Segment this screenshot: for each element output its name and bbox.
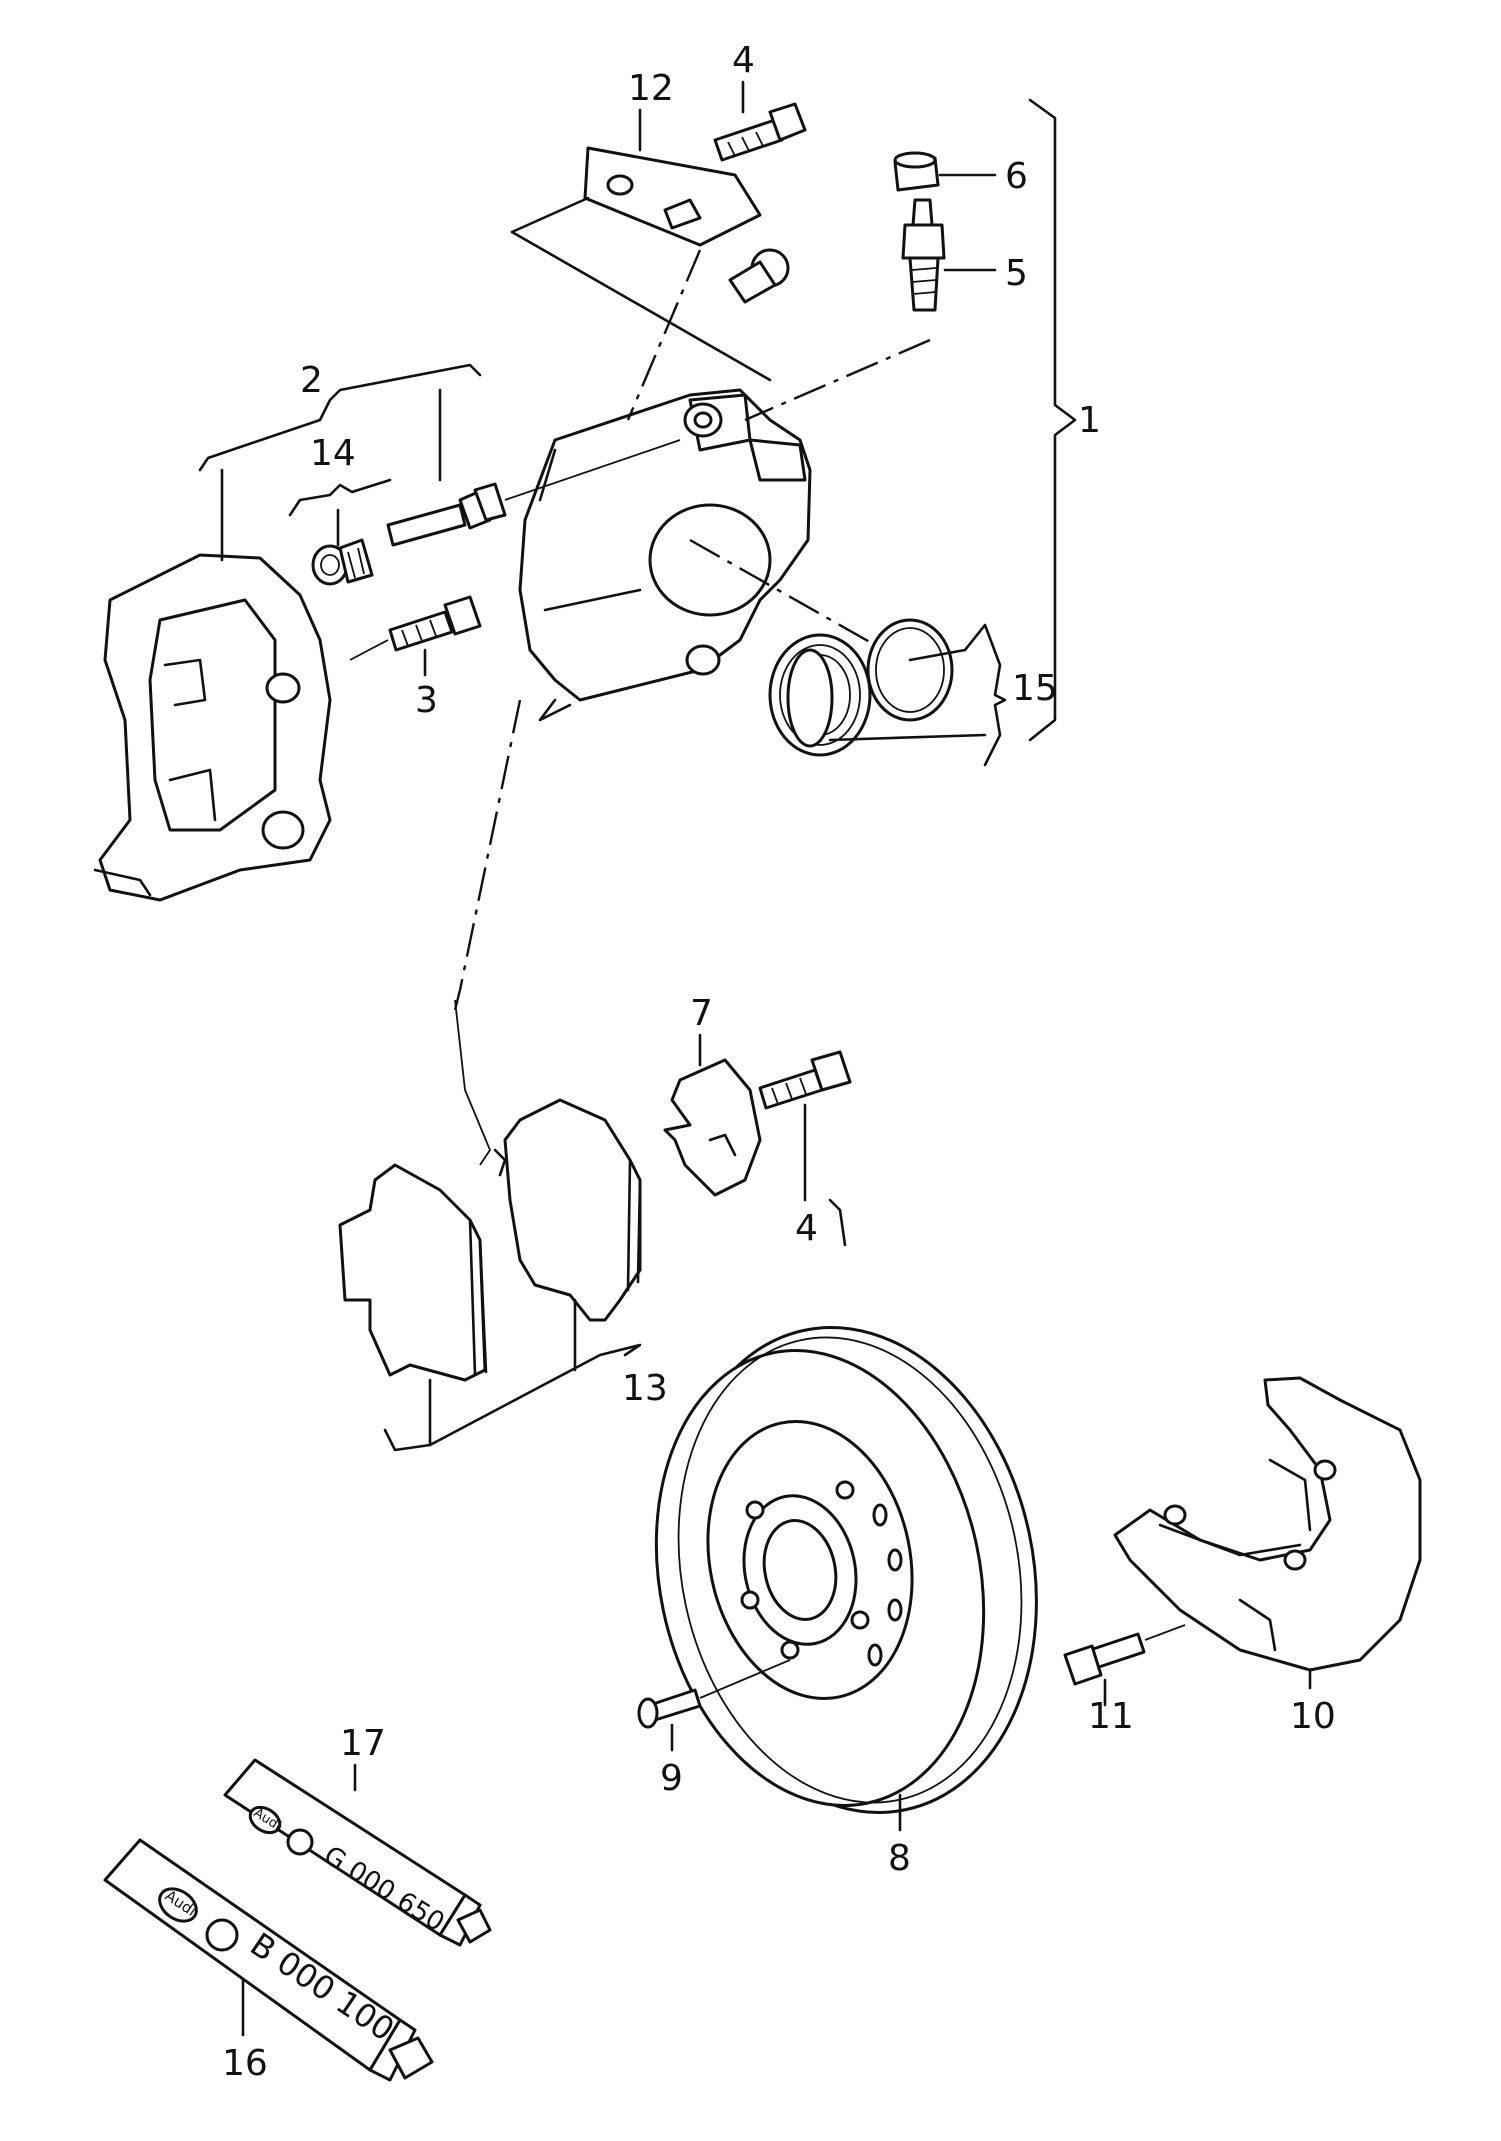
part-8-brake-disc[interactable] xyxy=(616,1293,1080,1846)
part-9-screw[interactable] xyxy=(637,1659,791,1729)
callout-16: 16 xyxy=(222,2043,268,2084)
callout-4-middle: 4 xyxy=(795,1208,818,1249)
callout-14: 14 xyxy=(310,433,356,474)
callout-10: 10 xyxy=(1290,1696,1336,1737)
callout-13: 13 xyxy=(622,1368,668,1409)
callout-11: 11 xyxy=(1088,1696,1134,1737)
callout-6: 6 xyxy=(1005,156,1028,197)
leader-lines xyxy=(198,80,1312,2037)
callout-9: 9 xyxy=(660,1758,683,1799)
part-7-shim-plate[interactable] xyxy=(663,1058,762,1197)
part-13-brake-pads[interactable] xyxy=(338,999,642,1382)
part-4-bolt-top[interactable] xyxy=(713,102,807,162)
part-2-caliper-carrier[interactable] xyxy=(93,553,332,902)
callout-4-top: 4 xyxy=(732,40,755,81)
part-1-caliper-housing[interactable] xyxy=(518,388,812,722)
callout-5: 5 xyxy=(1005,253,1028,294)
part-11-bolt[interactable] xyxy=(1063,1624,1186,1686)
callout-8: 8 xyxy=(888,1838,911,1879)
callout-7: 7 xyxy=(690,993,713,1034)
callout-15: 15 xyxy=(1012,668,1058,709)
callout-17: 17 xyxy=(340,1723,386,1764)
callout-3: 3 xyxy=(415,680,438,721)
part-2-guide-pin[interactable] xyxy=(386,439,681,547)
part-15-piston-seal[interactable] xyxy=(768,618,954,757)
part-10-splash-shield[interactable] xyxy=(1113,1376,1422,1672)
callout-12: 12 xyxy=(628,68,674,109)
part-5-bleed-valve[interactable] xyxy=(901,198,946,312)
part-14-guide-sleeve[interactable] xyxy=(311,538,374,586)
part-17-grease-tube[interactable]: G 000 650 Audi xyxy=(223,1758,492,1947)
callout-1: 1 xyxy=(1078,400,1101,441)
part-12-wear-sensor-bracket[interactable] xyxy=(510,146,790,382)
part-4-bolt-middle[interactable] xyxy=(758,1050,852,1110)
part-6-bleed-cap[interactable] xyxy=(893,151,940,192)
callout-2: 2 xyxy=(300,360,323,401)
callout-labels: 12 4 6 5 1 2 14 3 15 7 4 13 8 9 10 11 16… xyxy=(222,40,1336,2084)
part-3-bolt[interactable] xyxy=(349,595,482,661)
